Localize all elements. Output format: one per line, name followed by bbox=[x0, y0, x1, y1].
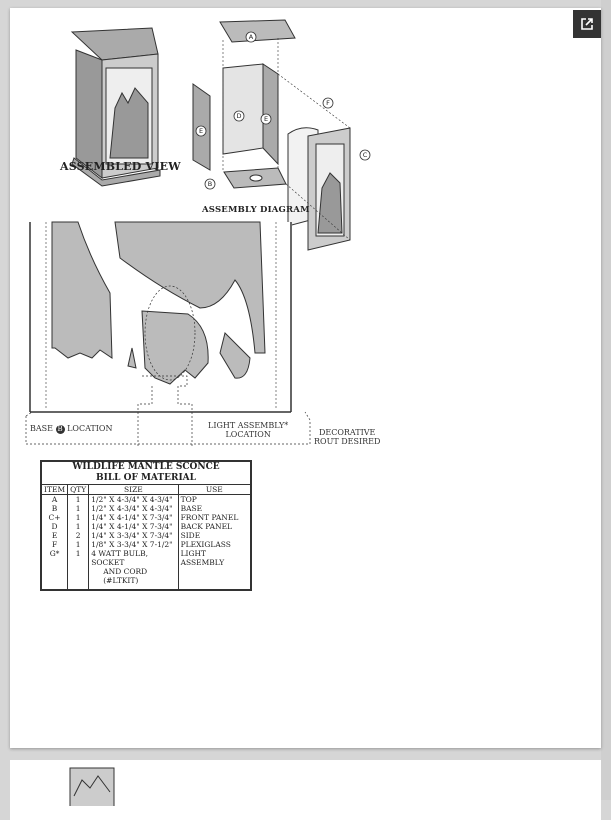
decorative-line2: ROUT DESIRED bbox=[314, 437, 381, 446]
light-assembly-line2: LOCATION bbox=[225, 430, 271, 439]
bom-cell-item: F bbox=[40, 540, 68, 549]
part-label-a: A bbox=[249, 33, 254, 41]
decorative-rout-label: DECORATIVE ROUT DESIRED bbox=[314, 428, 380, 446]
bom-cell-use: FRONT PANEL bbox=[177, 513, 251, 522]
light-assembly-label: LIGHT ASSEMBLY* LOCATION bbox=[208, 421, 288, 439]
header-qty: QTY bbox=[67, 484, 89, 495]
bom-cell-size: 1/4" X 4-1/4" X 7-3/4" bbox=[88, 522, 179, 531]
location-text: LOCATION bbox=[67, 424, 113, 433]
bom-cell-item bbox=[40, 567, 68, 590]
part-label-f: F bbox=[326, 99, 330, 107]
bom-cell-use: BASE bbox=[177, 504, 251, 513]
light-assembly-line1: LIGHT ASSEMBLY* bbox=[208, 421, 289, 430]
bom-cell-size: 1/8" X 3-3/4" X 7-1/2" bbox=[88, 540, 179, 549]
open-in-new-icon bbox=[581, 18, 593, 30]
header-size: SIZE bbox=[88, 484, 179, 495]
bom-cell-qty: 2 bbox=[67, 531, 89, 540]
part-label-c: C bbox=[363, 151, 368, 159]
bom-cell-size: 1/2" X 4-3/4" X 4-3/4" bbox=[88, 494, 179, 504]
bom-cell-size: 1/4" X 3-3/4" X 7-3/4" bbox=[88, 531, 179, 540]
bom-cell-use bbox=[177, 567, 251, 590]
bom-cell-use: SIDE bbox=[177, 531, 251, 540]
bom-cell-qty bbox=[67, 567, 89, 590]
next-page bbox=[10, 760, 601, 820]
bom-cell-qty: 1 bbox=[67, 504, 89, 513]
part-label-e: E bbox=[264, 115, 268, 123]
base-letter: B bbox=[55, 425, 65, 434]
next-page-thumbnail-illustration bbox=[69, 767, 115, 806]
scrollbar[interactable] bbox=[601, 0, 611, 800]
bom-cell-qty: 1 bbox=[67, 522, 89, 531]
part-label-e2: E bbox=[199, 127, 203, 135]
bom-header-row: ITEM QTY SIZE USE bbox=[40, 484, 251, 495]
header-item: ITEM bbox=[40, 484, 68, 495]
open-in-new-button[interactable] bbox=[573, 10, 601, 38]
bom-cell-use: LIGHT ASSEMBLY bbox=[177, 549, 251, 567]
bom-cell-item: D bbox=[40, 522, 68, 531]
bom-cell-use: PLEXIGLASS bbox=[177, 540, 251, 549]
bom-title-2: BILL OF MATERIAL bbox=[96, 473, 196, 483]
bom-cell-item: B bbox=[40, 504, 68, 513]
bom-cell-qty: 1 bbox=[67, 494, 89, 504]
bom-cell-size: 4 WATT BULB, SOCKET bbox=[88, 549, 179, 567]
assembly-diagram-caption: ASSEMBLY DIAGRAM bbox=[202, 205, 310, 215]
bom-row: AND CORD (#LTKIT) bbox=[40, 567, 251, 590]
part-label-b: B bbox=[208, 180, 212, 188]
bom-cell-qty: 1 bbox=[67, 549, 89, 567]
bom-cell-size: AND CORD (#LTKIT) bbox=[88, 567, 179, 590]
base-text: BASE bbox=[30, 424, 53, 433]
decorative-line1: DECORATIVE bbox=[318, 428, 376, 437]
bom-cell-item: A bbox=[40, 494, 68, 504]
base-location-label: BASE B LOCATION bbox=[30, 424, 112, 434]
assembled-view-caption: ASSEMBLED VIEW bbox=[60, 160, 181, 173]
bom-cell-qty: 1 bbox=[67, 540, 89, 549]
bom-cell-item: G* bbox=[40, 549, 68, 567]
bom-cell-size: 1/4" X 4-1/4" X 7-3/4" bbox=[88, 513, 179, 522]
document-page: A B C D E E F ASSEMBLED VIEW ASSEMBLY DI… bbox=[10, 8, 601, 748]
bom-cell-item: E bbox=[40, 531, 68, 540]
bom-cell-use: TOP bbox=[177, 494, 251, 504]
bom-cell-size: 1/2" X 4-3/4" X 4-3/4" bbox=[88, 504, 179, 513]
bom-cell-use: BACK PANEL bbox=[177, 522, 251, 531]
bom-title-1: WILDLIFE MANTLE SCONCE bbox=[72, 462, 220, 472]
part-label-d: D bbox=[236, 112, 241, 120]
bom-cell-qty: 1 bbox=[67, 513, 89, 522]
header-use: USE bbox=[177, 484, 251, 495]
bom-cell-item: C+ bbox=[40, 513, 68, 522]
assembled-view-illustration: A B C D E E F bbox=[25, 19, 371, 448]
